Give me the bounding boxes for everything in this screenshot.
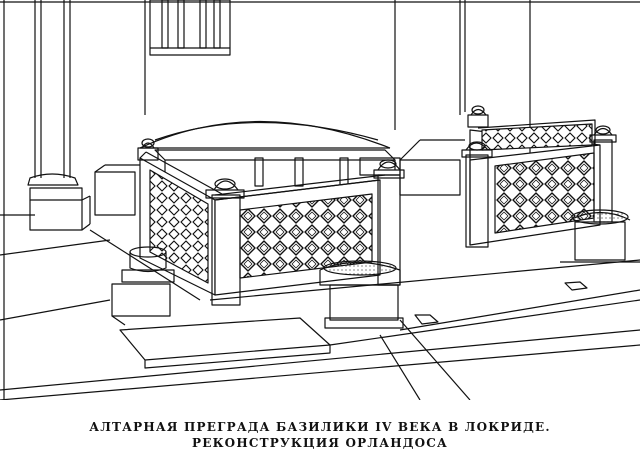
screen-front <box>205 159 405 306</box>
floor-steps <box>0 229 640 400</box>
front-step-blocks <box>319 260 404 329</box>
column-base-left <box>111 246 175 326</box>
left-steps <box>94 164 145 216</box>
right-base-block <box>560 209 640 263</box>
apse-window <box>149 0 231 56</box>
screen-left-diagonal <box>137 138 223 296</box>
background-walls <box>0 0 640 400</box>
left-column <box>27 0 91 231</box>
caption-subtitle: РЕКОНСТРУКЦИЯ ОРЛАНДОСА <box>192 436 448 450</box>
caption-title: АЛТАРНАЯ ПРЕГРАДА БАЗИЛИКИ IV ВЕКА В ЛОК… <box>89 420 551 434</box>
apse-bench <box>139 120 391 149</box>
screen-right <box>461 105 617 248</box>
altar-screen-reconstruction-drawing <box>0 0 640 400</box>
